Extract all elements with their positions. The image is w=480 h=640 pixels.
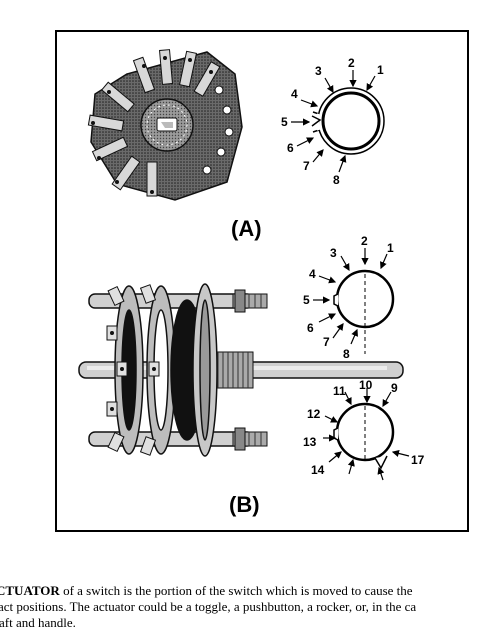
a-pos-7: 7 [303,159,310,173]
actuator-term: CTUATOR [0,583,60,598]
b-top-pos-4: 4 [309,267,316,281]
a-pos-3: 3 [315,64,322,78]
b-top-pos-7: 7 [323,335,330,349]
label-b: (B) [229,492,260,517]
switch-assembly-side-view [78,283,404,457]
body-text-line-1-rest: of a switch is the portion of the switch… [59,583,413,598]
figure-frame: 1 2 3 4 5 6 7 8 (A) [55,30,469,532]
body-text-line-1: CTUATOR of a switch is the portion of th… [0,583,480,599]
b-top-pos-5: 5 [303,293,310,307]
label-a: (A) [231,216,262,241]
b-bot-pos-14: 14 [311,463,325,477]
a-pos-6: 6 [287,141,294,155]
b-top-pos-2: 2 [361,234,368,248]
a-pos-8: 8 [333,173,340,187]
b-bot-pos-9: 9 [391,381,398,395]
diagram-b-top-schematic: 1 2 3 4 5 6 7 8 [303,234,395,361]
b-bot-pos-12: 12 [307,407,321,421]
b-top-pos-6: 6 [307,321,314,335]
b-bot-pos-11: 11 [333,384,346,398]
a-pos-2: 2 [348,56,355,70]
b-top-pos-3: 3 [330,246,337,260]
body-text-line-2: act positions. The actuator could be a t… [0,599,417,614]
diagram-b-bottom-schematic: 9 10 11 12 13 14 17 [303,378,425,481]
rotary-switch-figure: 1 2 3 4 5 6 7 8 (A) [78,49,425,517]
wafer-deck-illustration [87,49,243,201]
b-bot-pos-17: 17 [411,453,425,467]
b-top-pos-1: 1 [387,241,394,255]
a-pos-5: 5 [281,115,288,129]
diagram-a-schematic: 1 2 3 4 5 6 7 8 [281,56,385,187]
b-bot-pos-13: 13 [303,435,317,449]
b-bot-pos-10: 10 [359,378,373,392]
body-text-line-3: aft and handle. [0,615,76,630]
body-text: CTUATOR of a switch is the portion of th… [0,583,480,631]
a-pos-4: 4 [291,87,298,101]
b-top-pos-8: 8 [343,347,350,361]
a-pos-1: 1 [377,63,384,77]
